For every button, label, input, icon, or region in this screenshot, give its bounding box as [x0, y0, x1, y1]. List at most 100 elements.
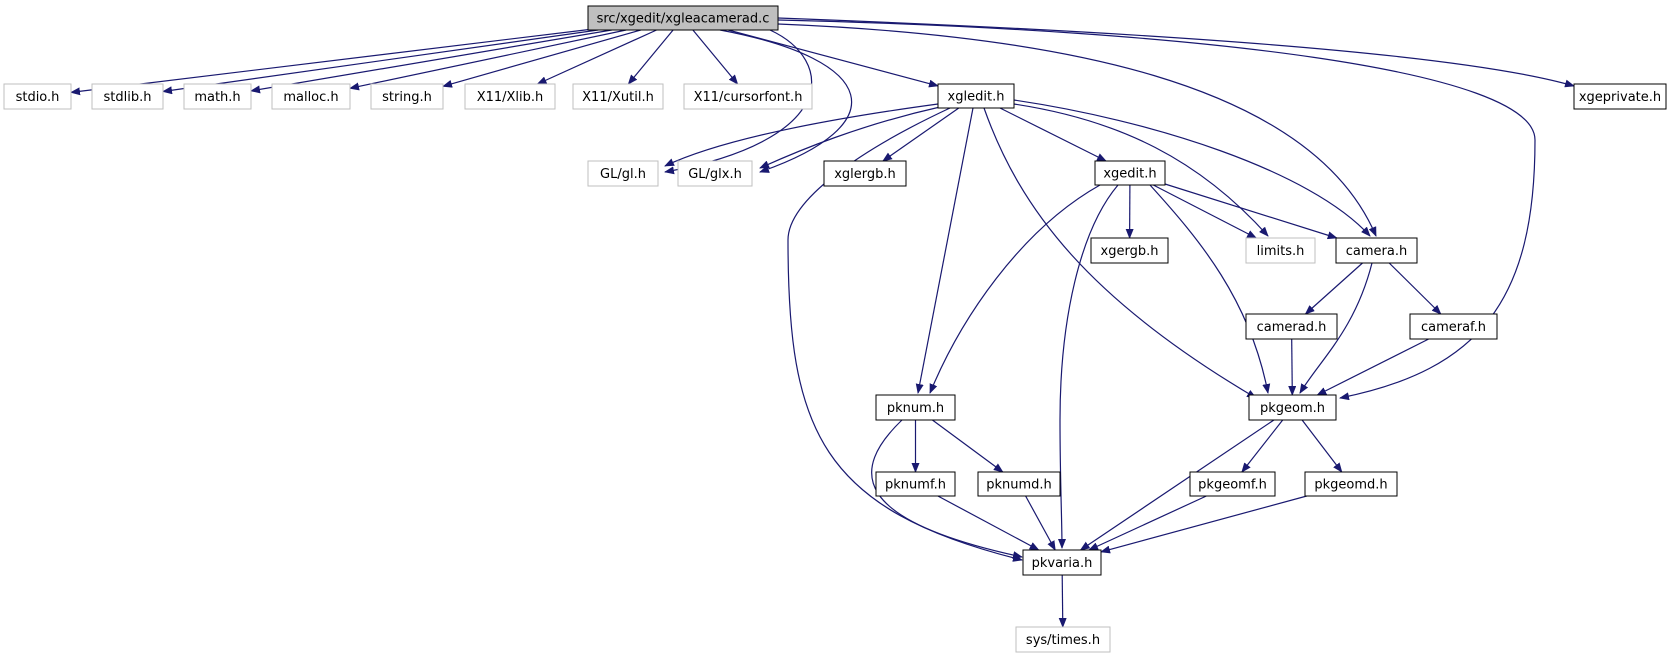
node-systimes-label: sys/times.h: [1026, 633, 1100, 648]
node-stdio-box: [3, 83, 72, 110]
node-xglergb-label: xglergb.h: [834, 167, 896, 182]
node-glh-label: GL/gl.h: [600, 167, 646, 182]
node-string: string.h: [370, 83, 444, 110]
node-xgedit-box: [1094, 160, 1166, 186]
node-math-label: math.h: [194, 90, 240, 105]
node-math-box: [183, 83, 252, 110]
node-pknumf[interactable]: pknumf.h: [875, 471, 956, 497]
edge-xgledit-to-glh: [664, 103, 939, 167]
node-camera-label: camera.h: [1346, 244, 1407, 259]
edge-xgledit-to-camera: [1013, 99, 1371, 237]
node-pknumd-box: [977, 471, 1061, 497]
node-pkgeomf-box: [1189, 471, 1276, 497]
node-camerad-label: camerad.h: [1257, 320, 1327, 335]
node-pkgeomf-label: pkgeomf.h: [1198, 478, 1267, 493]
node-xglergb[interactable]: xglergb.h: [823, 160, 907, 187]
node-xutil-box: [572, 83, 664, 110]
edge-pkgeomf-to-pkvaria: [1088, 495, 1207, 551]
edge-camera-to-camerad: [1304, 262, 1363, 315]
edge-root-to-camera: [777, 23, 1377, 237]
node-pkvaria[interactable]: pkvaria.h: [1022, 549, 1102, 576]
node-cameraf[interactable]: cameraf.h: [1409, 313, 1498, 340]
node-pkgeomd[interactable]: pkgeomd.h: [1304, 471, 1398, 497]
edge-pknum-to-pknumd: [932, 419, 1004, 473]
node-xgeprivate[interactable]: xgeprivate.h: [1573, 83, 1667, 110]
node-string-box: [370, 83, 444, 110]
node-xlib: X11/Xlib.h: [464, 83, 556, 110]
edge-xgledit-to-xgedit: [999, 107, 1107, 162]
node-stdlib-label: stdlib.h: [104, 90, 152, 105]
node-xgledit-box: [937, 83, 1015, 109]
node-xgedit-label: xgedit.h: [1103, 167, 1156, 182]
edge-camera-to-pkgeom: [1299, 262, 1373, 394]
edge-root-to-xgeprivate: [777, 17, 1575, 88]
edge-root-to-cursorfont: [692, 29, 739, 85]
node-pknumf-label: pknumf.h: [885, 478, 946, 493]
edge-xgedit-to-camera: [1164, 183, 1338, 240]
edge-root-to-string: [442, 29, 641, 88]
node-root[interactable]: src/xgedit/xgleacamerad.c: [587, 5, 779, 31]
edge-camerad-to-pkgeom: [1288, 338, 1297, 396]
node-pkgeom-label: pkgeom.h: [1260, 401, 1325, 416]
node-systimes: sys/times.h: [1015, 626, 1111, 653]
edge-xgledit-to-xglergb: [882, 107, 960, 162]
edge-xgedit-to-pknum: [929, 184, 1101, 394]
node-xgedit[interactable]: xgedit.h: [1094, 160, 1166, 186]
node-limits: limits.h: [1245, 237, 1316, 264]
edge-pkgeom-to-pkvaria: [1079, 419, 1275, 551]
edge-pkvaria-to-systimes: [1058, 574, 1067, 628]
node-glxh-box: [677, 160, 753, 187]
node-cameraf-label: cameraf.h: [1421, 320, 1486, 335]
edge-pkgeomd-to-pkvaria: [1100, 495, 1307, 554]
node-camera[interactable]: camera.h: [1335, 237, 1418, 264]
edge-root-to-stdio: [70, 29, 589, 96]
node-pkgeom-box: [1248, 394, 1337, 421]
node-glxh: GL/glx.h: [677, 160, 753, 187]
edge-xgledit-to-pknum: [915, 107, 974, 394]
edge-root-to-stdlib: [162, 29, 599, 95]
edge-xgledit-to-pkgeom: [983, 107, 1257, 399]
node-xutil: X11/Xutil.h: [572, 83, 664, 110]
edge-root-to-math: [250, 29, 612, 94]
node-stdio-label: stdio.h: [16, 90, 60, 105]
node-stdlib: stdlib.h: [91, 83, 164, 110]
edge-xgedit-to-limits: [1153, 184, 1258, 239]
node-math: math.h: [183, 83, 252, 110]
node-pknum[interactable]: pknum.h: [875, 394, 956, 421]
node-cursorfont-box: [683, 83, 813, 110]
edge-camera-to-cameraf: [1388, 262, 1442, 315]
node-pkvaria-box: [1022, 549, 1102, 576]
node-pkgeomd-label: pkgeomd.h: [1314, 478, 1387, 493]
node-root-label: src/xgedit/xgleacamerad.c: [597, 12, 770, 27]
node-xglergb-box: [823, 160, 907, 187]
node-stdlib-box: [91, 83, 164, 110]
node-cursorfont: X11/cursorfont.h: [683, 83, 813, 110]
node-limits-box: [1245, 237, 1316, 264]
node-xlib-box: [464, 83, 556, 110]
node-root-box: [587, 5, 779, 31]
node-camera-box: [1335, 237, 1418, 264]
node-pkgeomf[interactable]: pkgeomf.h: [1189, 471, 1276, 497]
node-xgledit[interactable]: xgledit.h: [937, 83, 1015, 109]
node-xgergb[interactable]: xgergb.h: [1090, 237, 1169, 264]
node-xgergb-label: xgergb.h: [1101, 244, 1159, 259]
node-camerad[interactable]: camerad.h: [1245, 313, 1338, 340]
node-pkgeom[interactable]: pkgeom.h: [1248, 394, 1337, 421]
node-pkvaria-label: pkvaria.h: [1032, 556, 1093, 571]
edge-root-to-malloc: [349, 29, 627, 91]
edge-xgledit-to-pkvaria: [787, 107, 1023, 562]
edge-root-to-pkgeom: [777, 19, 1536, 401]
node-xgergb-box: [1090, 237, 1169, 264]
node-xgeprivate-box: [1573, 83, 1667, 110]
node-pknumd[interactable]: pknumd.h: [977, 471, 1061, 497]
edge-xgedit-to-pkgeom: [1149, 184, 1271, 394]
edge-cameraf-to-pkgeom: [1316, 338, 1429, 396]
edge-pknumd-to-pkvaria: [1025, 495, 1056, 551]
node-malloc-box: [271, 83, 351, 110]
node-pknum-box: [875, 394, 956, 421]
node-glxh-label: GL/glx.h: [688, 167, 742, 182]
edge-root-to-xutil: [627, 29, 674, 85]
node-stdio: stdio.h: [3, 83, 72, 110]
node-cameraf-box: [1409, 313, 1498, 340]
